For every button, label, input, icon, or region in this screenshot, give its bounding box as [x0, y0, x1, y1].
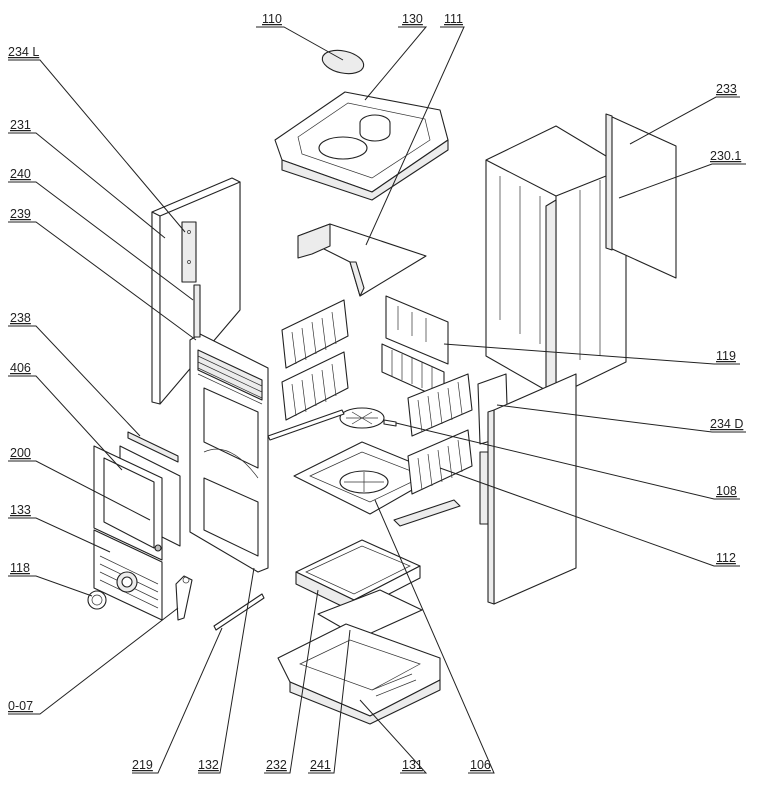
part-118-knob	[87, 590, 107, 610]
part-0-07-handle-tool	[175, 575, 193, 621]
label-0-07: 0-07	[8, 699, 33, 713]
label-119: 119	[716, 349, 736, 363]
label-132: 132	[198, 758, 219, 772]
part-219-rod	[213, 593, 265, 631]
label-200: 200	[10, 446, 31, 460]
part-110-lid-cover	[321, 49, 365, 75]
label-112: 112	[716, 551, 736, 565]
part-door-rod	[267, 409, 345, 441]
part-132-door-frame	[189, 333, 269, 573]
label-234l: 234 L	[8, 45, 39, 59]
part-inner-liner-left-lower	[281, 351, 349, 421]
part-112-right-liner-lower	[407, 429, 473, 495]
part-133-lower-front-panel	[93, 529, 163, 621]
part-233-rear-side-panel	[605, 113, 677, 279]
leader-lines	[8, 26, 746, 774]
label-406: 406	[10, 361, 31, 375]
part-right-side-front-panel	[487, 373, 577, 605]
part-130-top-plate	[274, 91, 449, 201]
label-118: 118	[10, 561, 30, 575]
label-230-1: 230.1	[710, 149, 741, 163]
label-110: 110	[262, 12, 282, 26]
part-112-right-liner-upper	[407, 373, 473, 437]
part-111-deflector	[297, 223, 427, 297]
label-234d: 234 D	[710, 417, 743, 431]
label-131: 131	[402, 758, 423, 772]
part-108-grate	[339, 407, 397, 429]
label-231: 231	[10, 118, 31, 132]
part-238-gasket-strip	[127, 431, 179, 463]
label-133: 133	[10, 503, 31, 517]
part-131-base	[277, 623, 441, 725]
part-inner-liner-left-upper	[281, 299, 349, 369]
part-406-door	[93, 445, 163, 561]
label-111: 111	[444, 12, 463, 26]
label-106: 106	[470, 758, 491, 772]
label-241: 241	[310, 758, 331, 772]
part-240-seal-strip	[193, 284, 201, 338]
label-233: 233	[716, 82, 737, 96]
part-ash-lip	[393, 499, 461, 527]
label-239: 239	[10, 207, 31, 221]
label-219: 219	[132, 758, 153, 772]
part-119-rear-plate	[385, 295, 449, 365]
part-230-1-right-body	[485, 125, 627, 397]
label-240: 240	[10, 167, 31, 181]
label-238: 238	[10, 311, 31, 325]
label-130: 130	[402, 12, 423, 26]
label-108: 108	[716, 484, 737, 498]
label-232: 232	[266, 758, 287, 772]
